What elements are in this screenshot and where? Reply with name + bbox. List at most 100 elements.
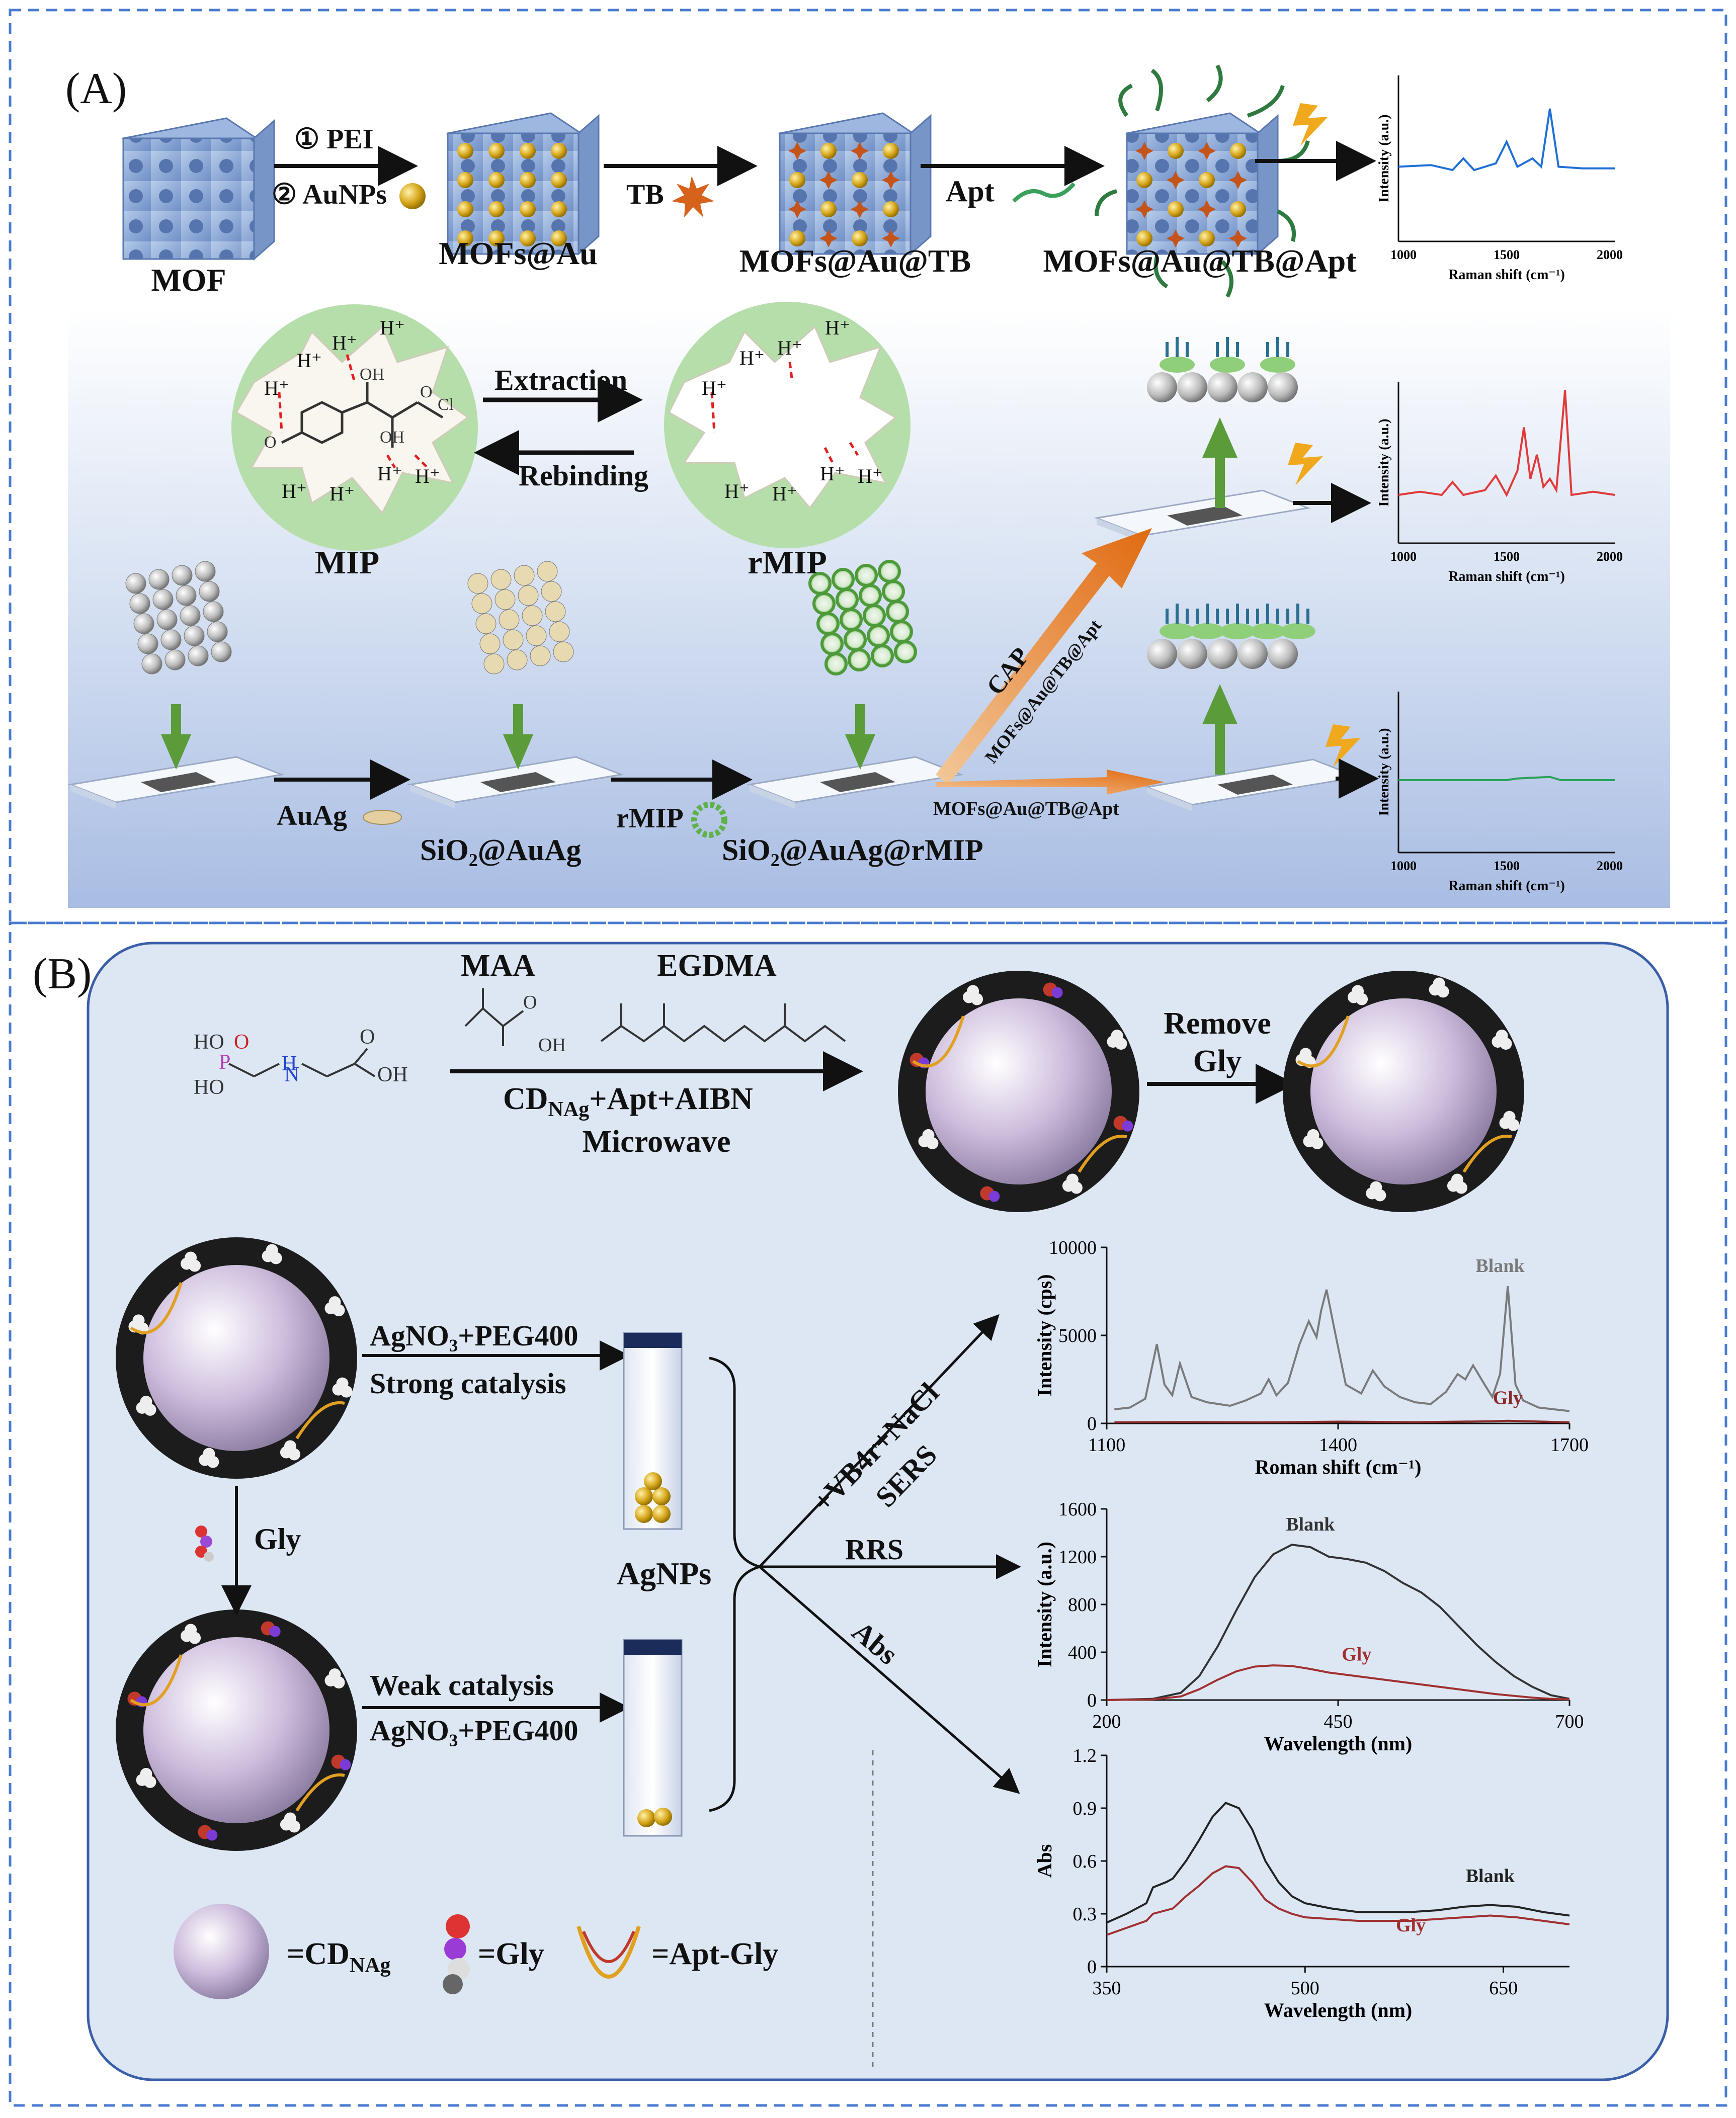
maa-atoms: O OH bbox=[523, 992, 566, 1056]
cd-nag-core bbox=[143, 1637, 329, 1823]
series-line-gly bbox=[1106, 1664, 1570, 1701]
svg-text:H⁺: H⁺ bbox=[332, 331, 357, 354]
svg-text:H⁺: H⁺ bbox=[415, 465, 440, 487]
gold-particle bbox=[551, 201, 567, 217]
x-tick-label: 1100 bbox=[1088, 1434, 1126, 1456]
sio2-auag-label: SiO₂@AuAg bbox=[420, 833, 582, 867]
gold-particle bbox=[457, 172, 473, 188]
mini-x-tick: 1500 bbox=[1494, 549, 1520, 564]
array-sphere bbox=[475, 613, 497, 634]
panel-b-background bbox=[87, 942, 1669, 2081]
array-sphere bbox=[203, 601, 224, 622]
substrate-sphere bbox=[1147, 639, 1177, 669]
x-tick-label: 350 bbox=[1093, 1978, 1121, 1999]
mofs-au-label: MOFs@Au bbox=[439, 235, 598, 271]
aptamer-probe bbox=[1166, 604, 1189, 624]
array-sphere bbox=[541, 581, 562, 602]
cavity-site bbox=[284, 1440, 296, 1453]
gold-particle bbox=[457, 230, 473, 246]
nanoparticle-film bbox=[820, 772, 895, 792]
gly-in-cavity bbox=[1051, 987, 1063, 998]
gold-particle bbox=[1199, 230, 1215, 246]
y-tick-label: 1.2 bbox=[1073, 1745, 1097, 1766]
array-sphere bbox=[816, 612, 840, 635]
rmip-shell bbox=[1220, 623, 1255, 639]
glyphosate-atoms: HO O P HO H N O OH bbox=[194, 1026, 408, 1099]
step-pei-label: ① PEI bbox=[294, 124, 374, 155]
y-tick-label: 400 bbox=[1068, 1642, 1097, 1663]
x-tick-label: 1400 bbox=[1319, 1434, 1357, 1456]
array-sphere bbox=[483, 653, 505, 674]
chloramphenicol-molecule bbox=[281, 382, 444, 448]
rmip-shell bbox=[1160, 357, 1195, 373]
cavity-site bbox=[1066, 1173, 1079, 1186]
glyphosate-structure bbox=[228, 1048, 376, 1077]
array-sphere bbox=[490, 569, 512, 590]
gold-particle bbox=[520, 172, 536, 188]
array-sphere bbox=[211, 641, 232, 662]
array-sphere bbox=[871, 644, 894, 667]
rmip-shell bbox=[1280, 623, 1315, 639]
cavity-site bbox=[1451, 1173, 1463, 1186]
mof-label: MOF bbox=[151, 262, 226, 298]
rmip-step-label: rMIP bbox=[616, 803, 684, 834]
y-tick-label: 0 bbox=[1087, 1957, 1097, 1978]
gold-particle bbox=[1230, 201, 1246, 217]
gold-particle bbox=[520, 230, 536, 246]
x-tick-label: 1700 bbox=[1550, 1434, 1589, 1456]
gold-particle bbox=[883, 201, 899, 217]
gold-particle bbox=[520, 201, 536, 217]
substrate-edge bbox=[750, 785, 795, 809]
substrate-sphere bbox=[1237, 639, 1268, 669]
agnps-label: AgNPs bbox=[617, 1556, 711, 1591]
cd-nag-core bbox=[1310, 998, 1497, 1184]
array-sphere bbox=[207, 621, 228, 642]
mip-hbonds bbox=[278, 354, 429, 469]
array-sphere bbox=[537, 561, 558, 582]
aptamer-icon bbox=[1012, 182, 1076, 203]
array-sphere bbox=[172, 565, 193, 586]
tb-particle bbox=[819, 171, 838, 189]
y-tick-label: 10000 bbox=[1049, 1237, 1097, 1258]
mini-x-label: Raman shift (cm⁻¹) bbox=[1448, 569, 1565, 584]
tb-particle bbox=[1167, 171, 1185, 189]
cd-nag-spheres bbox=[116, 971, 1524, 1851]
arrow-sers bbox=[759, 1314, 1000, 1568]
gly-in-cavity bbox=[206, 1829, 218, 1841]
mini-x-tick: 1000 bbox=[1390, 247, 1417, 262]
chart-x-label: Wavelength (nm) bbox=[1264, 1732, 1412, 1755]
maa-structure bbox=[464, 988, 524, 1046]
mini-x-tick: 2000 bbox=[1597, 859, 1623, 873]
cavity-site bbox=[1370, 1181, 1382, 1194]
mip-protons: H⁺ H⁺ H⁺ H⁺ H⁺ H⁺ H⁺ H⁺ bbox=[264, 316, 440, 505]
svg-text:H⁺: H⁺ bbox=[825, 316, 850, 339]
sensor-surface-models bbox=[1147, 337, 1315, 775]
mini-y-label: Intensity (a.u.) bbox=[1376, 728, 1392, 816]
mini-spectrum bbox=[1398, 390, 1615, 497]
panel-b: (B) HO O P HO H N O OH MAA EGDMA bbox=[33, 942, 1669, 2081]
mofs-au-tb-label: MOFs@Au@TB bbox=[739, 243, 971, 279]
rmip-ring-icon bbox=[691, 802, 727, 838]
array-sphere bbox=[824, 652, 848, 675]
x-tick-label: 200 bbox=[1093, 1711, 1121, 1732]
svg-text:H⁺: H⁺ bbox=[380, 316, 405, 339]
cuvette-strong bbox=[623, 1332, 683, 1530]
mini-spectrum bbox=[1398, 776, 1615, 781]
array-sphere bbox=[137, 633, 158, 654]
series-label-gly: Gly bbox=[1493, 1388, 1523, 1409]
cavity-site bbox=[336, 1377, 349, 1390]
array-sphere bbox=[812, 592, 836, 615]
array-sphere bbox=[164, 649, 186, 670]
svg-text:H⁺: H⁺ bbox=[820, 462, 845, 485]
y-tick-label: 0.6 bbox=[1073, 1851, 1097, 1872]
gly-step-label: Gly bbox=[254, 1522, 301, 1556]
array-sphere bbox=[848, 648, 871, 671]
array-sphere bbox=[820, 632, 844, 655]
panel-a-spectra: 1000 1500 2000 Raman shift (cm⁻¹) Intensity … bbox=[1376, 75, 1623, 894]
array-sphere bbox=[518, 585, 539, 606]
x-tick-label: 450 bbox=[1324, 1711, 1353, 1732]
array-sphere bbox=[867, 624, 890, 647]
chart-x-label: Roman shift (cm⁻¹) bbox=[1255, 1456, 1422, 1478]
array-sphere bbox=[890, 620, 913, 643]
